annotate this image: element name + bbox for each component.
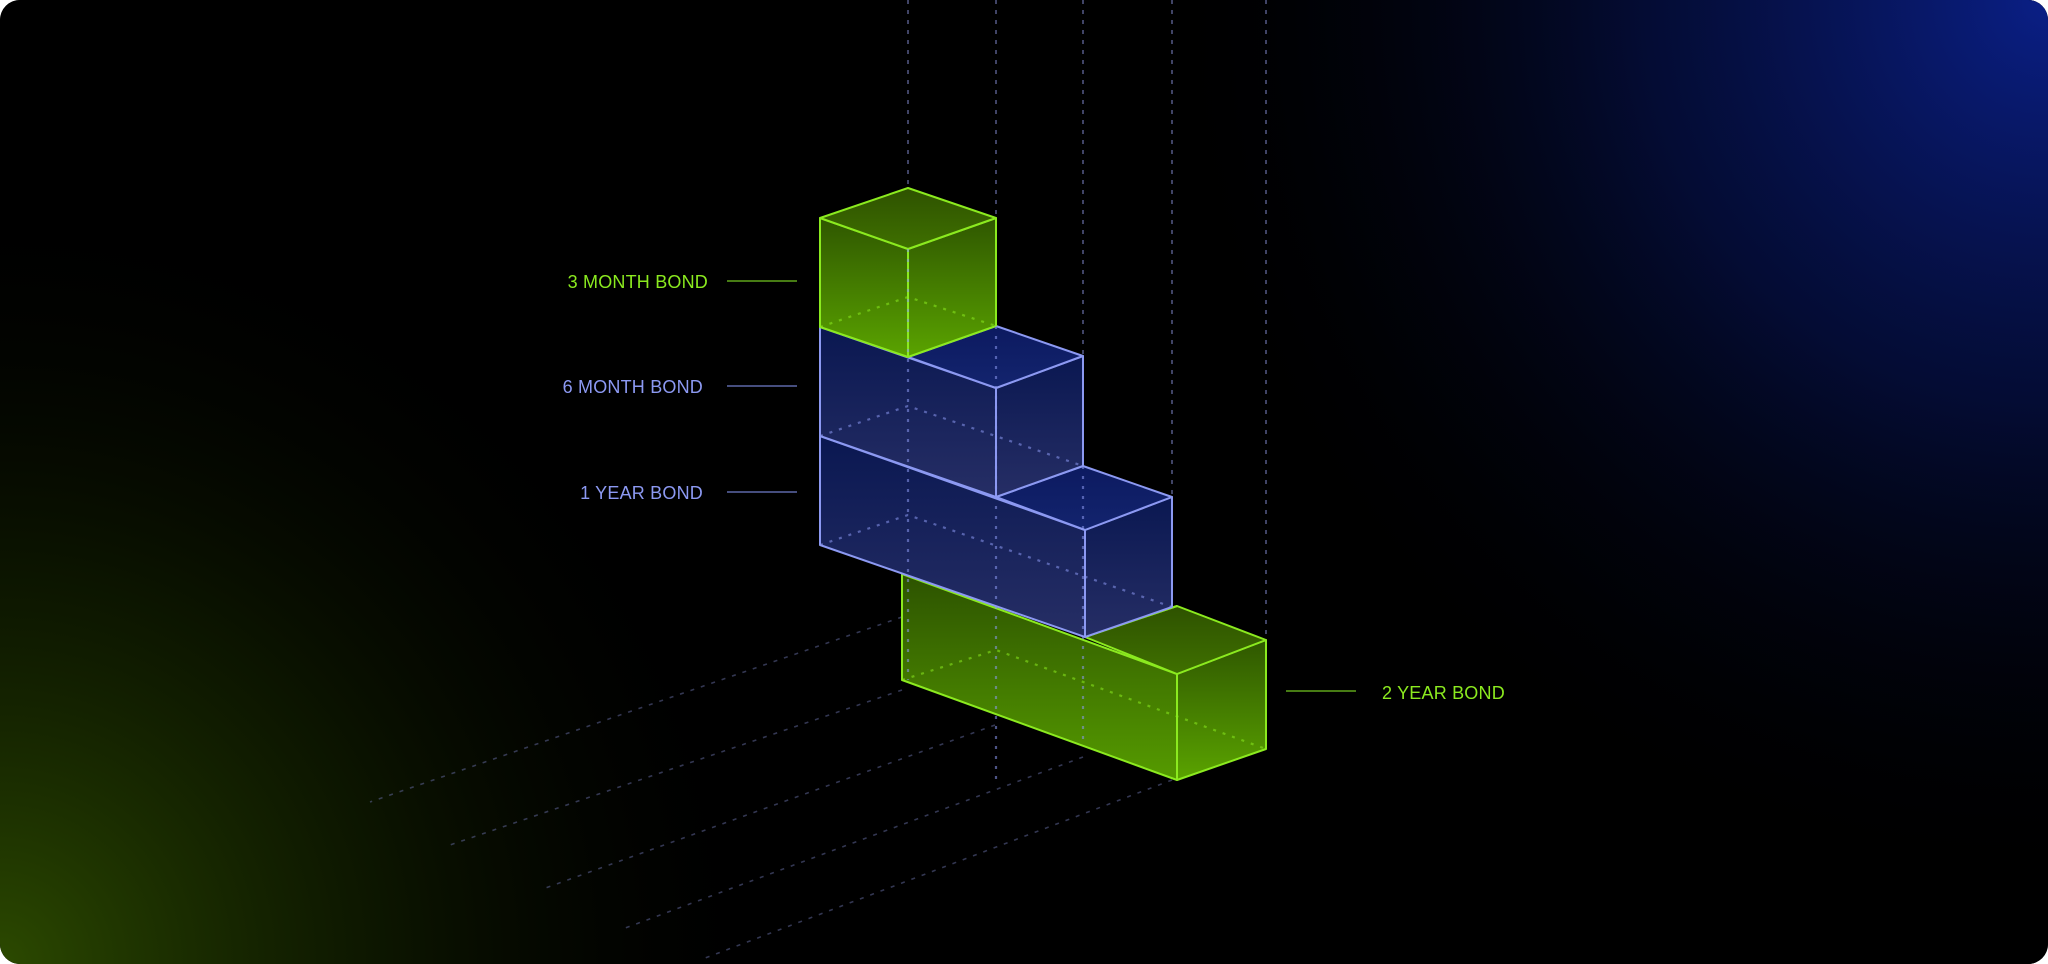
three-month-bond-label: 3 MONTH BOND [568,272,708,292]
six-month-bond-label: 6 MONTH BOND [563,377,703,397]
two-year-bond-label: 2 YEAR BOND [1382,683,1505,703]
inner-hidden-edges [819,249,1267,780]
two-year-bond-block [901,573,1267,781]
three-month-bond-top-face [819,187,997,250]
vertical-guide-lines [907,0,1267,640]
label-leader-lines [727,280,1356,692]
diagonal-guide-lines [369,616,1173,961]
one-year-bond-label: 1 YEAR BOND [580,483,703,503]
